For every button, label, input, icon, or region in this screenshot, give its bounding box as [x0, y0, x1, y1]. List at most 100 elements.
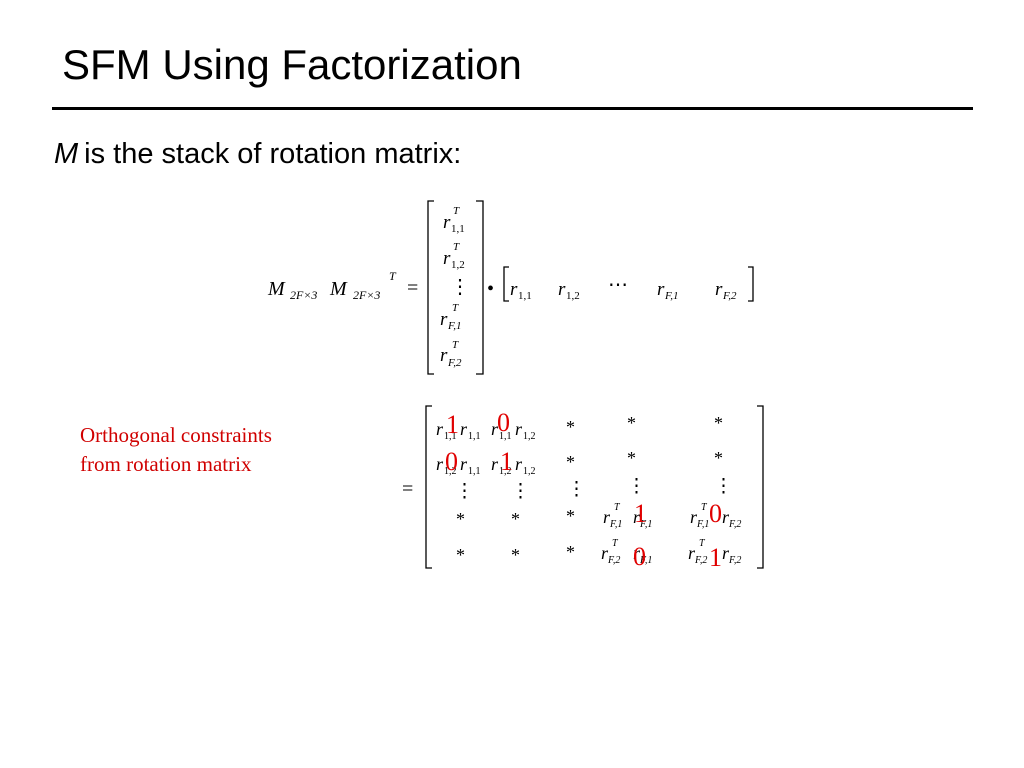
col-vector-entries: r T 1,1 r T 1,2 ⋮ r T F,1 r T F,2 [440, 205, 470, 369]
entry-r1c1-sub-a: 1,1 [444, 431, 457, 442]
entry-r5c4-r-a: r [601, 543, 609, 563]
entry-r5c5-t-a: T [699, 538, 706, 549]
dot-operator: • [487, 278, 494, 300]
entry-r1c1-sub-b: 1,1 [468, 431, 481, 442]
entry-r5c1-star: * [456, 545, 465, 565]
entry-r5c5-r-a: r [688, 543, 696, 563]
entry-r2c1-sub-a: 1,2 [444, 466, 457, 477]
entry-r5c4-sub-a: F,2 [607, 555, 620, 566]
entry-r1c2-sub-b: 1,2 [523, 431, 536, 442]
entry-r3c5-vdots: ⋮ [714, 476, 733, 497]
lhs-transpose: T [389, 269, 397, 283]
equals-sign-top: = [407, 277, 418, 299]
entry-r4c2-star: * [511, 509, 520, 529]
product-matrix-left-bracket [425, 405, 432, 569]
entry-r5c2-star: * [511, 545, 520, 565]
subtitle-text: is the stack of rotation matrix: [84, 138, 462, 170]
entry-r4c4-sub-a: F,1 [609, 519, 622, 530]
lhs-m-1: M [267, 278, 286, 300]
entry-r2c1-sub-b: 1,1 [468, 466, 481, 477]
entry-r4c5-t-a: T [701, 502, 708, 513]
row-vector-right-bracket [748, 266, 754, 302]
orthogonality-constraint-values: 1 0 0 1 1 0 0 1 [445, 408, 722, 572]
entry-r5c4-r-b: r [633, 543, 641, 563]
col-entry-4-sub: F,2 [447, 357, 462, 369]
entry-r2c1-r-b: r [460, 454, 468, 474]
entry-r2c2-r-a: r [491, 454, 499, 474]
col-entry-1-sub: 1,1 [451, 223, 465, 235]
row-entry-1-r: r [510, 279, 518, 300]
entry-r2c2-r-b: r [515, 454, 523, 474]
col-entry-3-t: T [452, 302, 459, 314]
entry-r1c2-sub-a: 1,1 [499, 431, 512, 442]
entry-r5c4-t-a: T [612, 538, 619, 549]
entry-r2c2-sub-a: 1,2 [499, 466, 512, 477]
entry-r2c4-star: * [627, 448, 636, 468]
product-matrix-right-bracket [757, 405, 764, 569]
col-vector-right-bracket [476, 200, 484, 375]
entry-r1c3-star: * [566, 417, 575, 437]
entry-r4c5-sub-b: F,2 [728, 519, 741, 530]
constraint-r5c5-one: 1 [709, 543, 722, 572]
row-entry-4-r: r [715, 279, 723, 300]
constraint-r1c2-zero: 0 [497, 408, 510, 437]
entry-r4c1-star: * [456, 509, 465, 529]
slide-title: SFM Using Factorization [62, 41, 522, 88]
row-vector-left-bracket [503, 266, 509, 302]
entry-r4c4-t-a: T [614, 502, 621, 513]
constraint-r4c4-one: 1 [634, 499, 647, 528]
lhs-sub-1: 2F×3 [290, 288, 317, 302]
row-entry-4-sub: F,2 [722, 290, 737, 302]
row-cdots: ⋯ [608, 274, 628, 296]
entry-r4c4-r-b: r [633, 507, 641, 527]
col-vdots: ⋮ [450, 276, 470, 298]
col-entry-2-r: r [443, 248, 451, 269]
entry-r3c4-vdots: ⋮ [627, 476, 646, 497]
entry-r4c3-star: * [566, 506, 575, 526]
lhs-product: M 2F×3 M 2F×3 T = [267, 269, 418, 302]
entry-r5c4-sub-b: F,1 [639, 555, 652, 566]
constraint-r5c4-zero: 0 [633, 542, 646, 571]
entry-r1c2-r-b: r [515, 419, 523, 439]
constraint-r1c1-one: 1 [446, 410, 459, 439]
orthogonal-constraints-note: Orthogonal constraints from rotation mat… [80, 421, 272, 479]
col-entry-4-r: r [440, 345, 448, 366]
entry-r5c5-sub-b: F,2 [728, 555, 741, 566]
col-entry-2-sub: 1,2 [451, 259, 465, 271]
entry-r5c5-r-b: r [722, 543, 730, 563]
lhs-m-2: M [329, 278, 348, 300]
constraint-r2c1-zero: 0 [445, 447, 458, 476]
note-line-2: from rotation matrix [80, 452, 252, 476]
entry-r2c1-r-a: r [436, 454, 444, 474]
row-entry-2-r: r [558, 279, 566, 300]
product-matrix-entries: r 1,1 r 1,1 r 1,1 r 1,2 * * * r 1,2 r 1,… [436, 413, 741, 566]
entry-r1c4-star: * [627, 413, 636, 433]
entry-r1c2-r-a: r [491, 419, 499, 439]
entry-r4c5-sub-a: F,1 [696, 519, 709, 530]
col-vector-left-bracket [427, 200, 434, 375]
entry-r4c4-sub-b: F,1 [639, 519, 652, 530]
entry-r3c3-vdots: ⋮ [567, 479, 586, 500]
entry-r2c2-sub-b: 1,2 [523, 466, 536, 477]
col-entry-3-sub: F,1 [447, 320, 462, 332]
entry-r1c5-star: * [714, 413, 723, 433]
entry-r4c5-r-a: r [690, 507, 698, 527]
entry-r3c1-vdots: ⋮ [455, 481, 474, 502]
entry-r4c4-r-a: r [603, 507, 611, 527]
row-entry-1-sub: 1,1 [518, 290, 532, 302]
subtitle-variable: M [54, 138, 79, 170]
col-entry-1-r: r [443, 212, 451, 233]
entry-r2c5-star: * [714, 448, 723, 468]
entry-r2c3-star: * [566, 452, 575, 472]
col-entry-2-t: T [453, 241, 460, 253]
row-entry-3-sub: F,1 [664, 290, 679, 302]
row-entry-3-r: r [657, 279, 665, 300]
entry-r1c1-r-b: r [460, 419, 468, 439]
entry-r5c5-sub-a: F,2 [694, 555, 707, 566]
entry-r5c3-star: * [566, 542, 575, 562]
entry-r3c2-vdots: ⋮ [511, 481, 530, 502]
entry-r4c5-r-b: r [722, 507, 730, 527]
equals-sign-bottom: = [402, 478, 413, 500]
